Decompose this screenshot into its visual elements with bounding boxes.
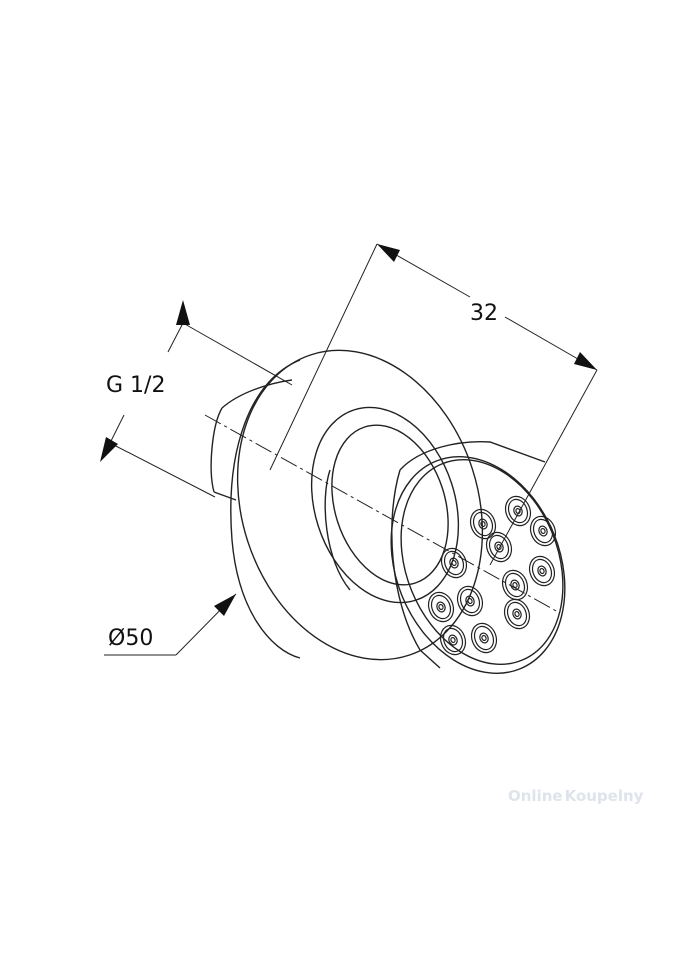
nozzle (470, 622, 498, 654)
dimension-diameter: Ø50 (104, 593, 237, 656)
nozzles (427, 495, 557, 656)
pipe (210, 379, 293, 501)
nozzle (501, 569, 529, 601)
dimension-length: 32 (269, 243, 598, 566)
dimension-thread: G 1/2 (100, 300, 293, 498)
nozzle (440, 547, 468, 579)
flange (230, 349, 484, 661)
watermark-part2: Koupelny (565, 787, 644, 805)
watermark-part1: Online (508, 787, 563, 805)
nozzle-head (390, 441, 566, 674)
diameter-symbol: Ø (108, 626, 125, 651)
center-axis (204, 414, 559, 613)
nozzle (485, 531, 513, 563)
nozzle (529, 515, 557, 547)
svg-text:Ø50: Ø50 (108, 626, 153, 651)
nozzle (456, 585, 484, 617)
nozzle (528, 555, 556, 587)
nozzle (504, 495, 532, 527)
dimension-thread-label: G 1/2 (106, 373, 165, 398)
nozzle (439, 624, 467, 656)
dimension-length-label: 32 (470, 301, 498, 326)
dimension-diameter-label: 50 (125, 626, 153, 651)
nozzle (503, 598, 531, 630)
nozzle (427, 591, 455, 623)
